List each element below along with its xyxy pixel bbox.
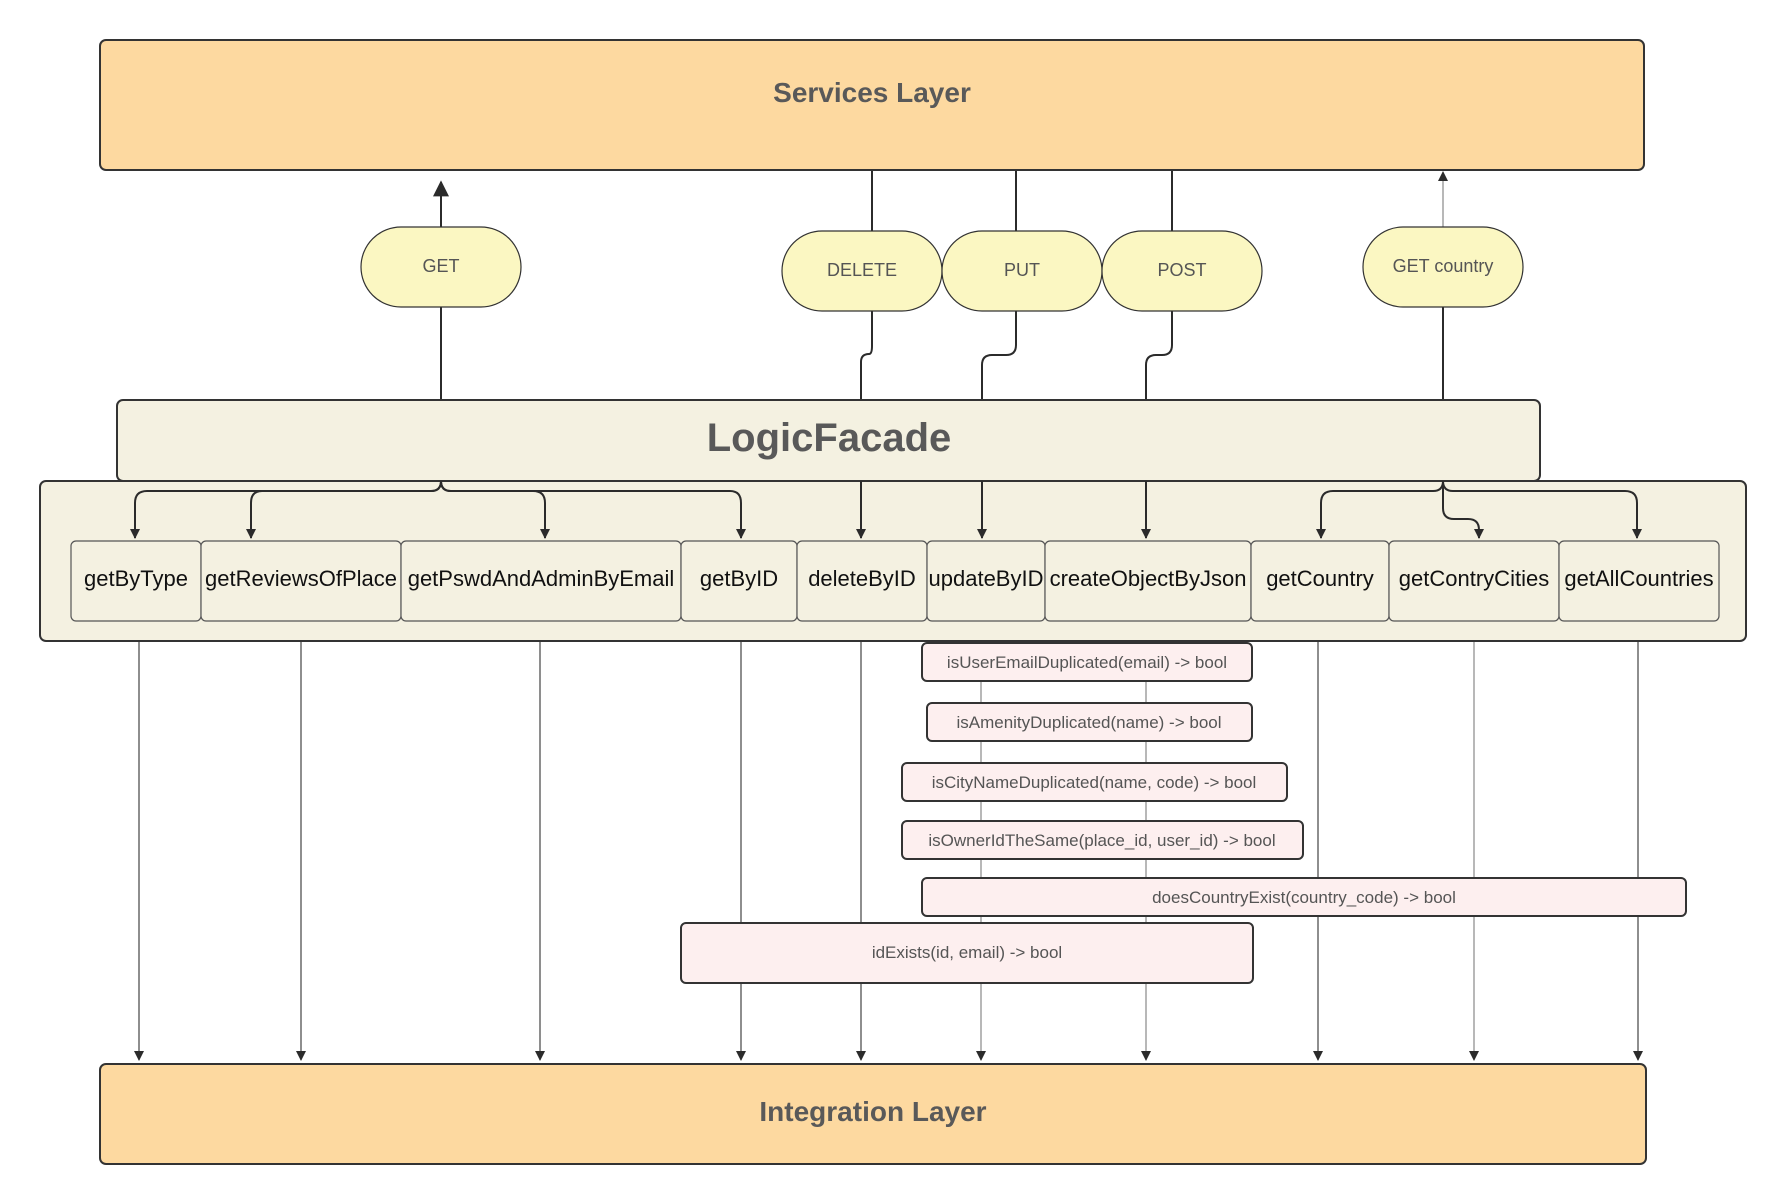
method-label: getContryCities (1399, 566, 1549, 591)
validators: isUserEmailDuplicated(email) -> bool isA… (680, 642, 1687, 984)
http-delete-label: DELETE (827, 260, 897, 280)
method-create-object-by-json: createObjectByJson (1044, 540, 1252, 622)
method-label: updateByID (929, 566, 1044, 591)
http-put-pill: PUT (941, 230, 1103, 312)
facade-to-services-wires (433, 171, 1448, 400)
facade-to-methods-wires (130, 480, 1642, 539)
services-layer: Services Layer (99, 39, 1645, 171)
method-get-country: getCountry (1250, 540, 1390, 622)
http-get-country-label: GET country (1393, 256, 1494, 276)
validator-id-exists: idExists(id, email) -> bool (680, 922, 1254, 984)
logic-facade: LogicFacade (116, 399, 1541, 482)
validator-label: doesCountryExist(country_code) -> bool (1152, 888, 1456, 907)
method-label: getAllCountries (1564, 566, 1713, 591)
method-get-all-countries: getAllCountries (1558, 540, 1720, 622)
method-label: createObjectByJson (1050, 566, 1247, 591)
http-post-label: POST (1157, 260, 1206, 280)
method-label: getByID (700, 566, 778, 591)
method-delete-by-id: deleteByID (796, 540, 928, 622)
http-get-pill: GET (360, 226, 522, 308)
validator-does-country-exist: doesCountryExist(country_code) -> bool (921, 877, 1687, 917)
method-get-pswd-and-admin-by-email: getPswdAndAdminByEmail (400, 540, 682, 622)
method-label: deleteByID (808, 566, 916, 591)
http-put-label: PUT (1004, 260, 1040, 280)
validator-label: isUserEmailDuplicated(email) -> bool (947, 653, 1227, 672)
http-get-country-pill: GET country (1362, 226, 1524, 308)
validator-is-user-email-duplicated: isUserEmailDuplicated(email) -> bool (921, 642, 1253, 682)
integration-layer: Integration Layer (99, 1063, 1647, 1165)
method-to-integration-wires (134, 622, 1643, 1061)
services-layer-title: Services Layer (773, 77, 971, 108)
method-label: getCountry (1266, 566, 1374, 591)
method-label: getByType (84, 566, 188, 591)
method-update-by-id: updateByID (926, 540, 1046, 622)
method-get-contry-cities: getContryCities (1388, 540, 1560, 622)
validator-is-amenity-duplicated: isAmenityDuplicated(name) -> bool (926, 702, 1253, 742)
http-methods: GET DELETE PUT POST GET country (360, 226, 1524, 312)
validator-is-city-name-duplicated: isCityNameDuplicated(name, code) -> bool (901, 762, 1288, 802)
http-delete-pill: DELETE (781, 230, 943, 312)
validator-label: idExists(id, email) -> bool (872, 943, 1062, 962)
http-post-pill: POST (1101, 230, 1263, 312)
method-label: getPswdAndAdminByEmail (408, 566, 675, 591)
logic-facade-title: LogicFacade (707, 416, 952, 460)
method-get-reviews-of-place: getReviewsOfPlace (200, 540, 402, 622)
facade-methods: getByType getReviewsOfPlace getPswdAndAd… (70, 540, 1720, 622)
method-get-by-id: getByID (680, 540, 798, 622)
method-get-by-type: getByType (70, 540, 202, 622)
method-label: getReviewsOfPlace (205, 566, 397, 591)
validator-label: isOwnerIdTheSame(place_id, user_id) -> b… (928, 831, 1275, 850)
validator-is-owner-id-the-same: isOwnerIdTheSame(place_id, user_id) -> b… (901, 820, 1304, 860)
validator-label: isCityNameDuplicated(name, code) -> bool (932, 773, 1257, 792)
validator-label: isAmenityDuplicated(name) -> bool (956, 713, 1221, 732)
http-get-label: GET (422, 256, 459, 276)
integration-layer-title: Integration Layer (759, 1096, 986, 1127)
